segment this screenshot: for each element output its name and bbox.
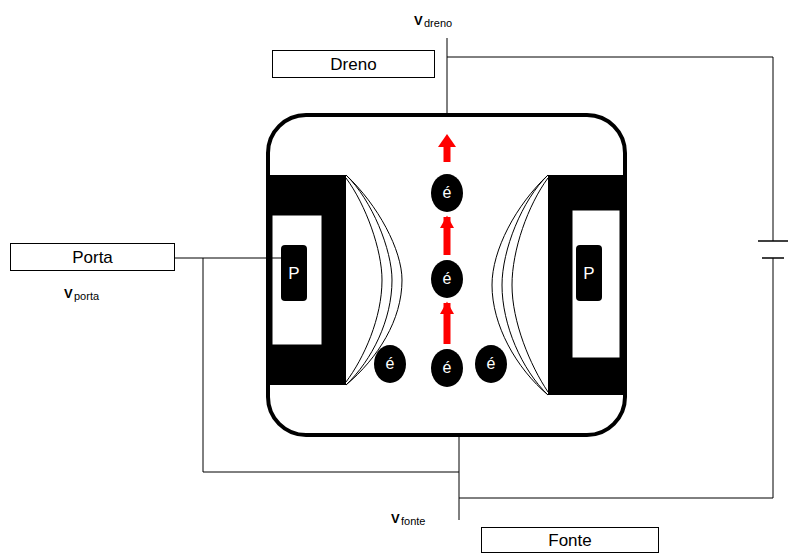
- gate-region: [548, 175, 626, 395]
- node-text: Dreno: [330, 56, 376, 73]
- node-text: P: [288, 265, 299, 282]
- node-text: Porta: [72, 249, 113, 266]
- electron: é: [431, 349, 463, 387]
- voltage-symbol: V: [391, 512, 400, 525]
- flow-arrow: [444, 303, 451, 344]
- p-gate: P: [576, 245, 602, 301]
- voltage-subscript: dreno: [424, 18, 452, 29]
- electron: é: [431, 174, 463, 212]
- node-text: P: [583, 265, 594, 282]
- voltage-symbol: V: [64, 287, 73, 300]
- terminal-box: Porta: [10, 243, 175, 271]
- drain-wire: [447, 38, 448, 116]
- node-text: Fonte: [548, 532, 591, 549]
- node-text: é: [443, 360, 452, 376]
- node-text: é: [443, 185, 452, 201]
- source-wire: [459, 434, 460, 520]
- node-text: é: [487, 356, 496, 372]
- voltage-subscript: porta: [74, 291, 99, 302]
- gate-wire: [175, 258, 281, 259]
- flow-arrow: [444, 217, 451, 255]
- depletion-curves: [346, 175, 548, 395]
- electron: é: [431, 260, 463, 298]
- flow-arrow: [438, 134, 456, 162]
- battery-symbol: [758, 241, 788, 258]
- electron: é: [374, 345, 406, 383]
- node-text: é: [443, 271, 452, 287]
- voltage-symbol: V: [414, 14, 423, 27]
- gate-inner: [272, 215, 322, 345]
- gate-inner: [572, 210, 620, 358]
- electron: é: [475, 345, 507, 383]
- voltage-subscript: fonte: [401, 516, 425, 527]
- gate-region: [268, 175, 346, 385]
- node-text: é: [386, 356, 395, 372]
- p-gate: P: [281, 245, 307, 301]
- terminal-box: Dreno: [272, 50, 435, 78]
- channel-body: [268, 115, 625, 435]
- terminal-box: Fonte: [481, 527, 659, 553]
